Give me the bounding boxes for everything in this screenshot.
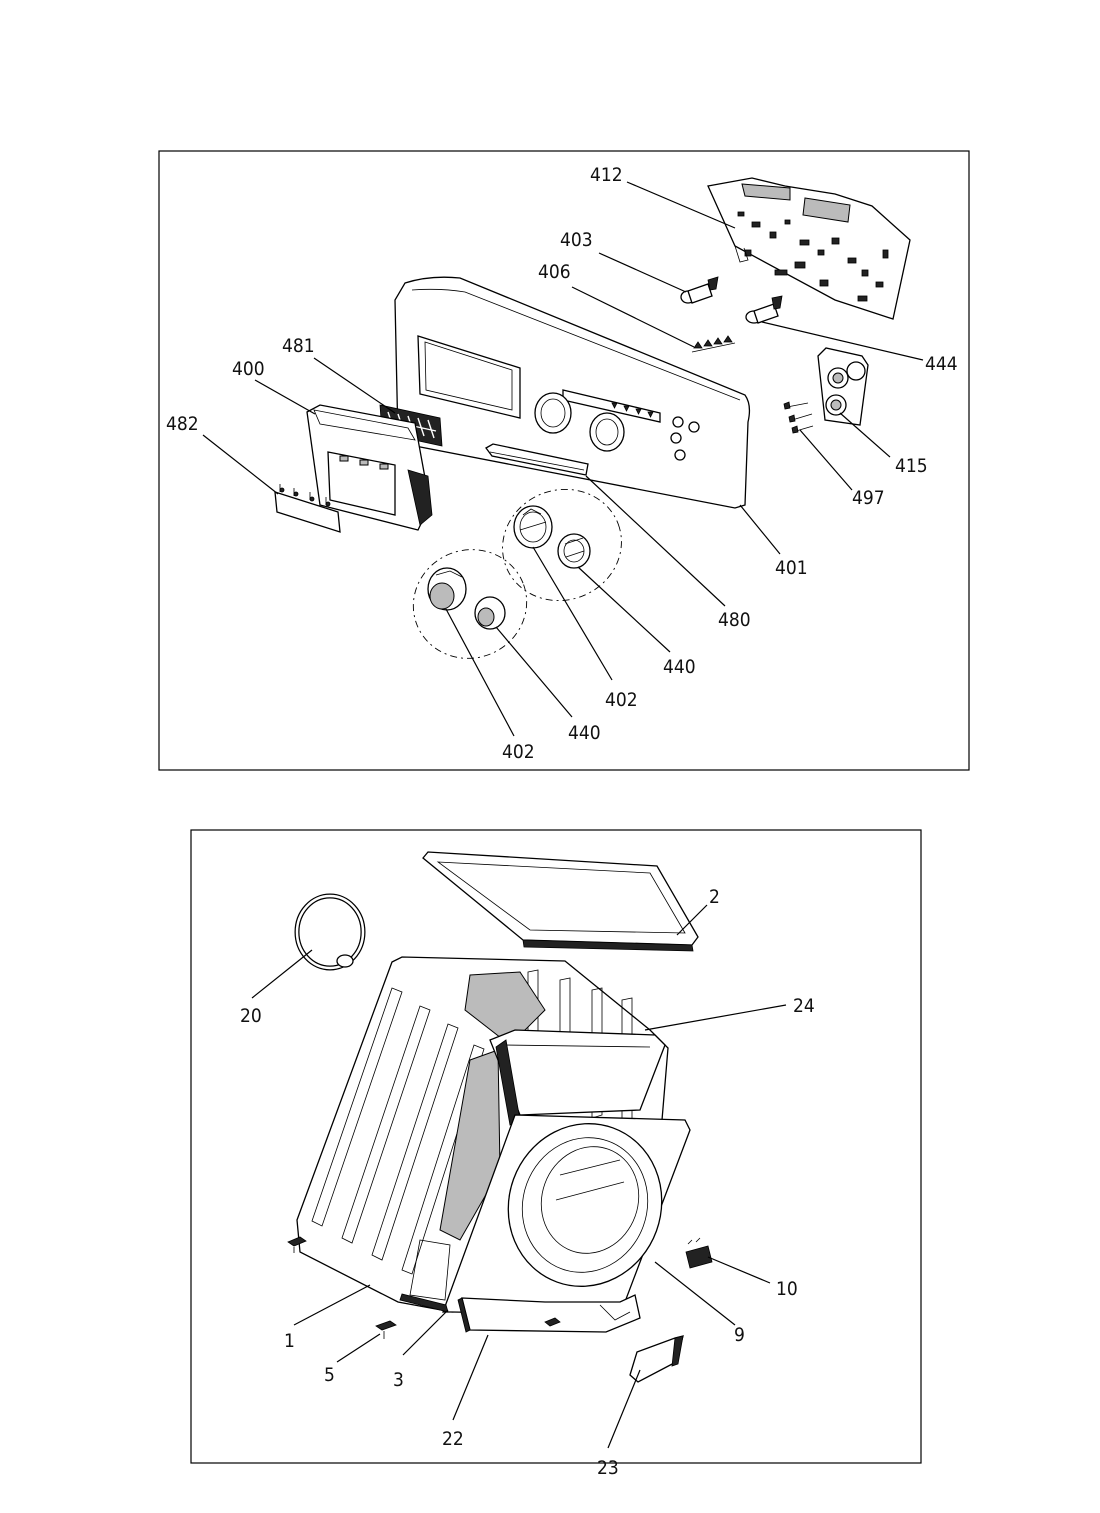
label-482: 482 [166, 413, 199, 435]
knob-group-lower [412, 549, 528, 659]
inlet-hose-part [294, 893, 366, 971]
top-cover-part [422, 851, 699, 952]
switch-part-403 [680, 276, 719, 304]
kick-plate-part [457, 1294, 641, 1333]
label-10: 10 [776, 1278, 798, 1300]
door-lock-part [685, 1237, 713, 1269]
label-403: 403 [560, 229, 593, 251]
filter-cover-part [629, 1335, 684, 1383]
label-22: 22 [442, 1428, 464, 1450]
label-440-lower: 440 [568, 722, 601, 744]
label-9: 9 [734, 1324, 745, 1346]
detergent-drawer-part [306, 404, 433, 531]
syphon-part [274, 484, 341, 533]
label-415: 415 [895, 455, 928, 477]
pcb-board-part [707, 177, 911, 320]
label-444: 444 [925, 353, 958, 375]
label-497: 497 [852, 487, 885, 509]
label-402-lower: 402 [502, 741, 535, 763]
control-panel-figure: 412 403 406 444 481 400 482 415 497 401 … [158, 150, 970, 771]
program-button-part [485, 443, 589, 476]
label-440-upper: 440 [663, 656, 696, 678]
label-1: 1 [284, 1330, 295, 1352]
figure-frame-bottom [190, 829, 922, 1464]
part-labels-bottom: 2 20 24 10 9 1 5 3 22 23 [240, 886, 815, 1479]
adjustable-foot-part [375, 1320, 397, 1339]
knob-group-upper [502, 488, 622, 602]
label-401: 401 [775, 557, 808, 579]
label-480: 480 [718, 609, 751, 631]
button-holder-part [817, 347, 869, 426]
control-panel-part [394, 276, 751, 509]
screws-part [783, 401, 814, 434]
figure-frame-top [158, 150, 970, 771]
cabinet-body-part [296, 956, 691, 1316]
switch-part-444 [745, 295, 783, 324]
label-402-upper: 402 [605, 689, 638, 711]
label-23: 23 [597, 1457, 619, 1479]
label-400: 400 [232, 358, 265, 380]
label-406: 406 [538, 261, 571, 283]
foot-part-left [287, 1236, 307, 1253]
label-481: 481 [282, 335, 315, 357]
label-20: 20 [240, 1005, 262, 1027]
label-24: 24 [793, 995, 815, 1017]
part-labels-top: 412 403 406 444 481 400 482 415 497 401 … [166, 164, 958, 763]
label-3: 3 [393, 1369, 404, 1391]
label-5: 5 [324, 1364, 335, 1386]
leader-lines-bottom [251, 904, 787, 1449]
leader-lines-top [202, 181, 924, 737]
label-412: 412 [590, 164, 623, 186]
label-2: 2 [709, 886, 720, 908]
cabinet-figure: 2 20 24 10 9 1 5 3 22 23 [190, 829, 922, 1479]
led-strip-part [691, 335, 736, 353]
